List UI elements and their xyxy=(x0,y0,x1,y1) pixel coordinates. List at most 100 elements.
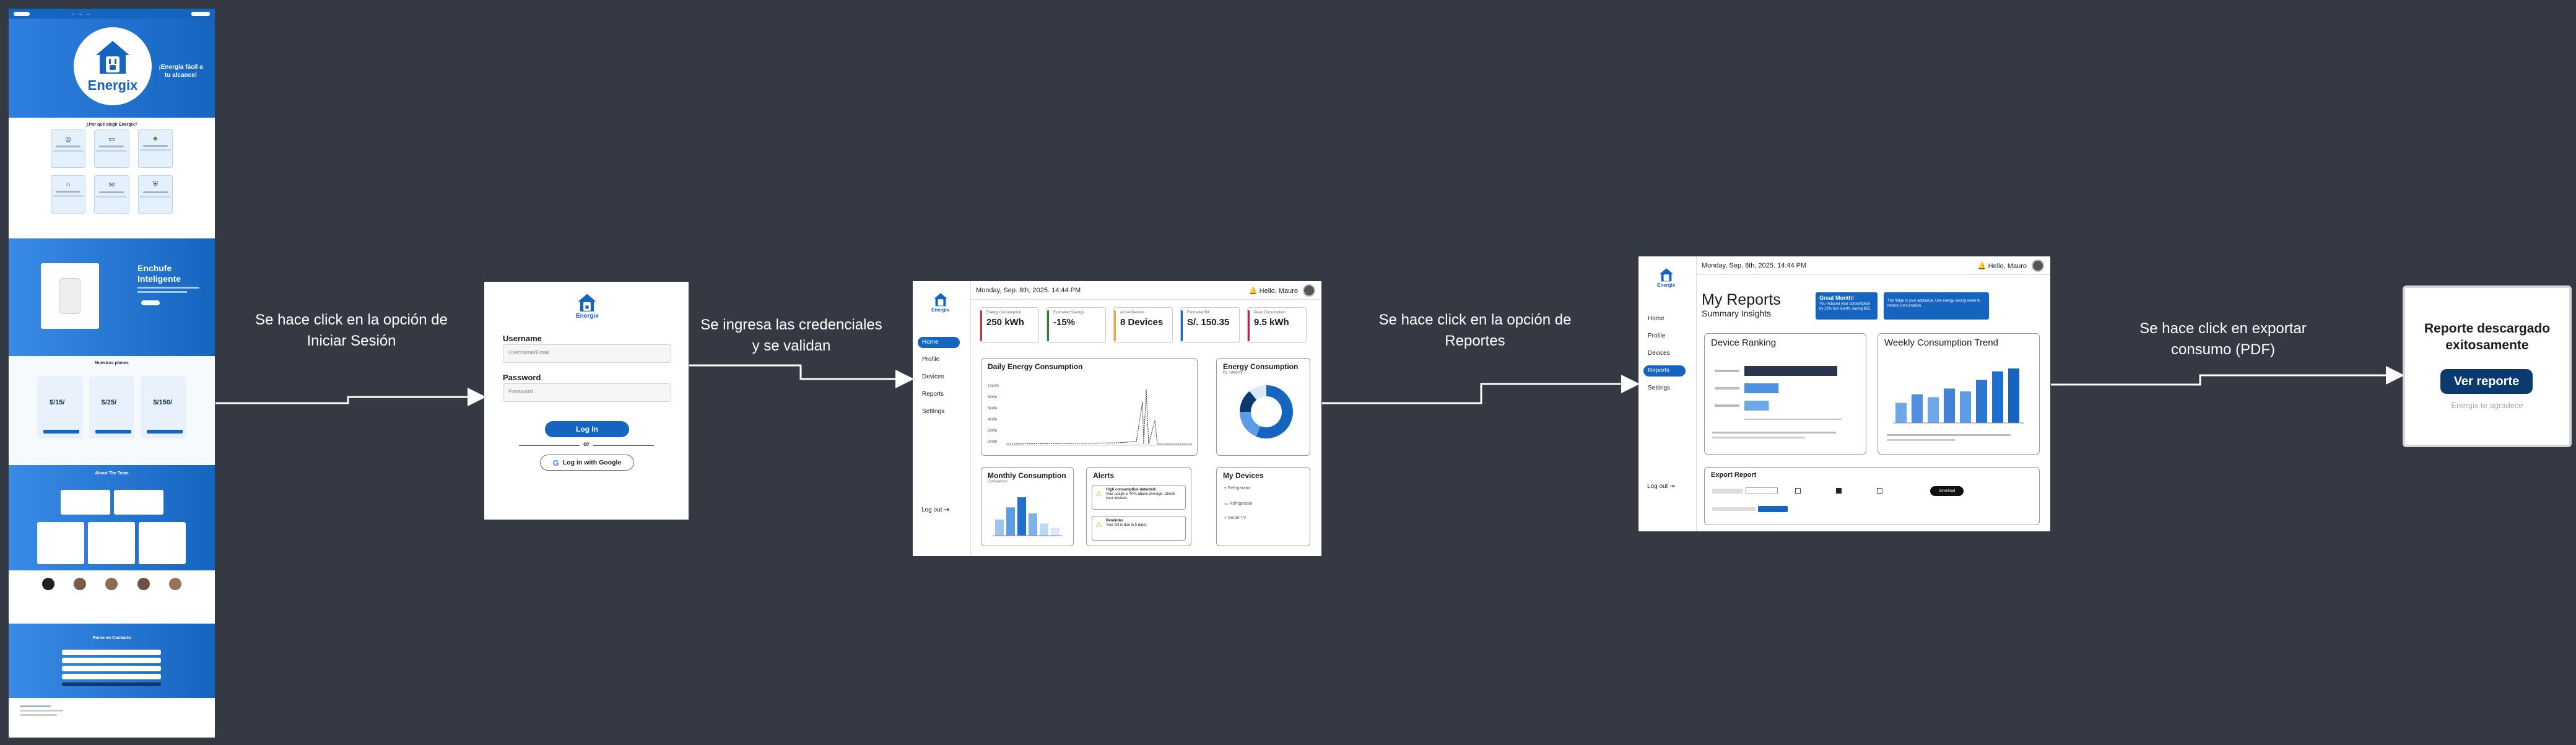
kpi-label: Energy Consumption xyxy=(986,311,1022,315)
logout-button[interactable]: Log out ⇥ xyxy=(921,507,949,513)
plan-button[interactable] xyxy=(43,430,79,433)
warning-icon: ⚠ xyxy=(1095,520,1102,529)
nav-logo[interactable] xyxy=(14,11,30,16)
pdf-checkbox[interactable] xyxy=(1877,488,1882,494)
monthly-subtitle: Comparison xyxy=(988,480,1008,484)
download-button[interactable]: Download xyxy=(1930,486,1964,496)
alert-title: High consumption detected! xyxy=(1106,488,1156,492)
weekly-trend-panel: Weekly Consumption Trend xyxy=(1878,333,2040,455)
success-title: Reporte descargado exitosamente xyxy=(2424,321,2551,352)
google-login-button[interactable]: G Log in with Google xyxy=(540,455,634,471)
weekly-trend-chart xyxy=(1893,368,2024,424)
bell-icon[interactable]: 🔔 xyxy=(1977,263,1986,270)
y-tick: 2kWh xyxy=(988,429,998,433)
plan-button[interactable] xyxy=(147,430,183,433)
kpi-value: S/. 150.35 xyxy=(1187,317,1230,328)
plans-section: Nuestros planes $/15/ $/25/ $/150/ xyxy=(9,356,215,465)
user-greeting: 🔔 Hello, Mauro xyxy=(1249,287,1298,295)
sidebar-item-reports[interactable]: Reports xyxy=(1643,365,1686,377)
kpi-value: 9.5 kWh xyxy=(1254,317,1289,328)
nav-link[interactable]: ••• xyxy=(87,12,90,15)
logout-label: Log out xyxy=(1647,483,1668,490)
contact-email-input[interactable] xyxy=(62,658,161,663)
donut-slice xyxy=(1240,385,1293,438)
plan-card: $/150/ xyxy=(141,377,186,438)
username-input[interactable]: Username/Email xyxy=(503,344,671,363)
sidebar: Energix Home Profile Devices Reports Set… xyxy=(913,281,971,556)
avatar[interactable] xyxy=(2032,259,2044,272)
download-success-screen: Reporte descargado exitosamente Ver repo… xyxy=(2403,285,2572,447)
email-report-button[interactable] xyxy=(1758,506,1788,512)
y-tick: 6kWh xyxy=(988,407,998,411)
plans-title: Nuestros planes xyxy=(95,361,129,365)
nav-link[interactable]: ••• xyxy=(72,12,75,15)
or-text: or xyxy=(583,441,590,448)
password-input[interactable]: Password xyxy=(503,383,671,402)
about-section: About The Team xyxy=(9,465,215,570)
kpi-value: -15% xyxy=(1053,317,1076,328)
plan-price: $/25/ xyxy=(101,399,117,406)
divider xyxy=(593,445,654,446)
bar-5 xyxy=(1040,523,1048,536)
alert-item[interactable]: ⚠ Reminder Your bill is due in 5 days. xyxy=(1092,516,1186,541)
alert-item[interactable]: ⚠ High consumption detected! Your usage … xyxy=(1092,485,1186,510)
headset-icon: ∩ xyxy=(66,181,71,188)
sidebar-item-profile[interactable]: Profile xyxy=(922,356,940,363)
login-screen: Energix Username Username/Email Password… xyxy=(484,282,689,520)
plus-icon: + xyxy=(1224,516,1227,520)
sidebar-item-devices[interactable]: Devices xyxy=(922,373,944,380)
excel-checkbox[interactable] xyxy=(1836,488,1842,494)
location-pin-icon: ⌖ xyxy=(1224,486,1227,490)
login-button[interactable]: Log In xyxy=(545,421,629,437)
current-date: Monday, Sep. 8th, 2025. 14:44 PM xyxy=(976,287,1081,294)
kpi-label: Active Devices xyxy=(1120,311,1145,315)
csv-checkbox[interactable] xyxy=(1795,488,1801,494)
ranking-label-placeholder xyxy=(1715,387,1739,390)
sidebar-item-settings[interactable]: Settings xyxy=(922,408,945,415)
device-item[interactable]: ⌖ Refrigerator xyxy=(1224,486,1251,491)
device-name: Refrigerator xyxy=(1227,486,1251,490)
contact-phone-input[interactable] xyxy=(62,666,161,671)
sidebar-item-devices[interactable]: Devices xyxy=(1648,350,1670,357)
alert-title: Great Month! xyxy=(1819,295,1854,301)
flow-step-2-label: Se ingresa las credenciales y se validan xyxy=(700,316,882,354)
sidebar-item-home[interactable]: Home xyxy=(918,337,960,348)
shield-icon: ⛨ xyxy=(152,181,158,188)
current-date: Monday, Sep. 8th, 2025. 14:44 PM xyxy=(1702,262,1807,269)
buy-button[interactable] xyxy=(141,300,160,305)
y-tick: 4kWh xyxy=(988,418,998,422)
device-item[interactable]: + Smart TV xyxy=(1224,516,1246,520)
brand-logo: Energix xyxy=(74,27,152,105)
logout-button[interactable]: Log out ⇥ xyxy=(1647,483,1675,490)
ranking-label-placeholder xyxy=(1715,404,1739,407)
device-item[interactable]: ▭ Refrigerator xyxy=(1224,501,1253,506)
sidebar-item-profile[interactable]: Profile xyxy=(1648,333,1666,339)
view-report-button[interactable]: Ver reporte xyxy=(2440,369,2533,394)
reports-screen: Energix Home Profile Devices Reports Set… xyxy=(1638,256,2050,531)
avatar[interactable] xyxy=(1303,284,1315,297)
bell-icon[interactable]: 🔔 xyxy=(1248,287,1258,295)
sidebar-item-home[interactable]: Home xyxy=(1648,315,1664,322)
contact-submit-button[interactable] xyxy=(62,682,161,686)
sidebar-item-reports[interactable]: Reports xyxy=(922,391,944,398)
plan-price: $/15/ xyxy=(50,399,65,406)
feature-card: ◎ xyxy=(51,129,86,168)
landing-navbar: ••• ••• ••• xyxy=(9,9,215,19)
login-nav-button[interactable] xyxy=(191,11,210,16)
ranking-label-placeholder xyxy=(1715,370,1739,372)
about-card xyxy=(61,490,110,515)
device-name: Refrigerator xyxy=(1229,502,1253,506)
bar-6 xyxy=(1976,380,1987,423)
report-period-select[interactable] xyxy=(1746,487,1778,494)
plan-button[interactable] xyxy=(95,430,131,433)
logout-label: Log out xyxy=(921,507,942,513)
sidebar-item-settings[interactable]: Settings xyxy=(1648,385,1671,391)
landing-page: ••• ••• ••• Energix ¡Energía fácil a tu … xyxy=(9,9,215,738)
contact-message-input[interactable] xyxy=(62,674,161,679)
contact-name-input[interactable] xyxy=(62,650,161,655)
alert-text: The fridge is your appliance. Use energy… xyxy=(1887,299,1981,308)
ranking-title: Device Ranking xyxy=(1711,338,1777,348)
nav-link[interactable]: ••• xyxy=(79,12,82,15)
